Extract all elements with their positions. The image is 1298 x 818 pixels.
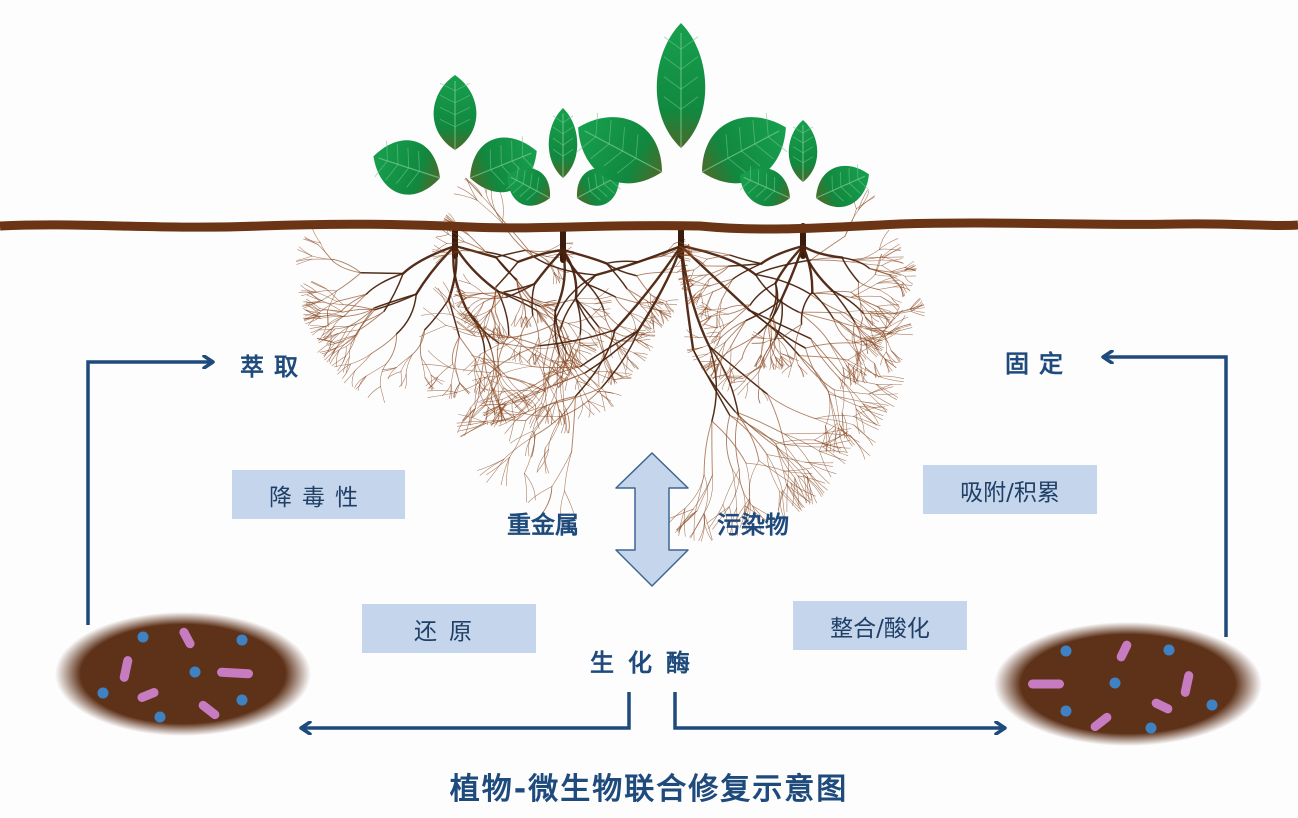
microbe-bacillus [137, 688, 159, 702]
microbe-cocci [97, 687, 109, 699]
leaf [701, 112, 788, 184]
arrow-enzyme-left [302, 692, 631, 728]
microbe-cocci [1060, 705, 1072, 717]
double-arrow-icon [615, 452, 689, 587]
leaf [576, 112, 663, 184]
arrow-enzyme-right [673, 692, 1004, 728]
label-heavy-metal: 重金属 [507, 511, 579, 539]
plant-2-roots [431, 212, 691, 426]
microbe-bacillus [217, 667, 253, 679]
microbe-cocci [1163, 644, 1175, 656]
leaf [433, 75, 477, 150]
diagram-title: 植物-微生物联合修复示意图 [449, 772, 849, 807]
box-detox: 降毒性 [232, 470, 405, 519]
leaf [788, 120, 818, 182]
microbe-bacillus [1151, 698, 1173, 714]
microbe-cocci [189, 666, 201, 678]
microbe-cocci [236, 634, 248, 646]
microbe-cocci [1206, 699, 1218, 711]
label-pollutant: 污染物 [717, 511, 789, 539]
microbe-bacillus [119, 656, 133, 682]
plant-3 [576, 23, 788, 230]
box-reduction: 还原 [362, 604, 536, 653]
plant-1-roots [295, 223, 612, 426]
soil-surface-line [0, 218, 1298, 234]
box-adsorb-text: 吸附/积累 [960, 479, 1060, 506]
microbe-bacillus [1116, 640, 1132, 662]
microbe-cocci [1109, 677, 1121, 689]
plant-4 [739, 120, 870, 230]
box-chelate-text: 整合/酸化 [830, 615, 930, 642]
microbe-cocci [137, 631, 149, 643]
label-biochem-enzyme: 生化酶 [590, 649, 704, 677]
box-detox-text: 降毒性 [269, 484, 368, 511]
microbe-cocci [1060, 645, 1072, 657]
box-chelate-acidify: 整合/酸化 [793, 601, 967, 650]
leaf [815, 164, 870, 208]
leaf [373, 140, 441, 195]
microbe-soil-right [994, 622, 1262, 746]
label-extract: 萃取 [240, 353, 308, 381]
microbe-bacillus [1028, 679, 1064, 689]
microbe-bacillus [198, 700, 220, 720]
microbe-cocci [1145, 722, 1157, 734]
microbe-cocci [154, 711, 166, 723]
arrow-fix [1104, 357, 1228, 637]
box-reduction-text: 还原 [414, 618, 484, 645]
plants [373, 23, 870, 234]
microbe-soil-left [55, 612, 311, 736]
microbe-bacillus [179, 627, 195, 649]
microbe-cocci [236, 694, 248, 706]
plant-2 [505, 108, 622, 234]
plant-4-roots [677, 223, 925, 404]
label-fix: 固定 [1005, 350, 1073, 378]
microbe-bacillus [1180, 671, 1194, 697]
plant-1 [373, 75, 537, 230]
box-adsorb-accumulate: 吸附/积累 [923, 465, 1097, 514]
microbe-bacillus [1090, 712, 1112, 732]
leaf [505, 166, 551, 206]
leaf [739, 166, 791, 207]
leaf [548, 108, 578, 178]
leaf [656, 23, 706, 148]
arrow-extract [86, 362, 212, 625]
